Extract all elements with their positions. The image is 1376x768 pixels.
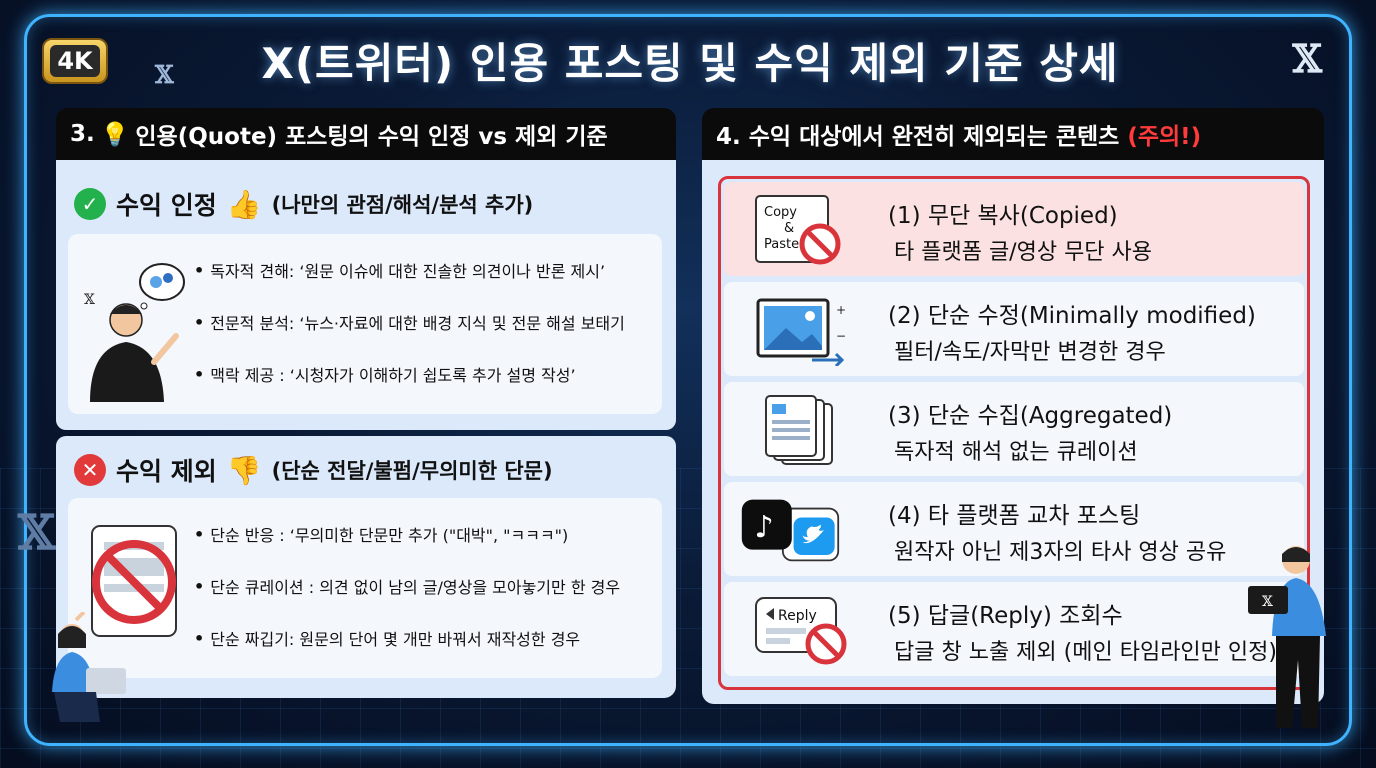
include-heading: ✓ 수익 인정 👍 (나만의 관점/해석/분석 추가) <box>74 186 533 222</box>
list-item: 단순 반응 : ‘무의미한 단문만 추가 ("대박", "ㅋㅋㅋ") <box>194 508 620 560</box>
exclude-title: 수익 제외 <box>116 457 217 486</box>
excluded-list: Copy & Paste (1) 무단 복사(Copied) 타 플랫폼 글/영… <box>702 160 1324 704</box>
excluded-content-panel: 4. 수익 대상에서 완전히 제외되는 콘텐츠 (주의!) Copy & Pas… <box>702 108 1324 704</box>
person-laptop-icon <box>52 612 126 722</box>
x-logo-icon: 𝕏 <box>155 60 174 89</box>
tiktok-twitter-icon: ♪ <box>741 499 840 562</box>
exclude-bullets: 단순 반응 : ‘무의미한 단문만 추가 ("대박", "ㅋㅋㅋ") 단순 큐레… <box>194 508 620 664</box>
list-item: Copy & Paste (1) 무단 복사(Copied) 타 플랫폼 글/영… <box>724 182 1304 276</box>
item-desc: 필터/속도/자막만 변경한 경우 <box>894 340 1166 365</box>
list-item: 맥락 제공 : ‘시청자가 이해하기 쉽도록 추가 설명 작성’ <box>194 348 625 400</box>
item-desc: 원작자 아닌 제3자의 타사 영상 공유 <box>894 540 1227 565</box>
section-number: 3. <box>70 121 95 147</box>
item-desc: 독자적 해석 없는 큐레이션 <box>894 440 1138 465</box>
item-title: (3) 단순 수집(Aggregated) <box>888 403 1173 429</box>
svg-text:𝕏: 𝕏 <box>84 292 95 308</box>
list-item: Reply (5) 답글(Reply) 조회수 답글 창 노출 제외 (메인 타… <box>724 582 1304 676</box>
page-title: X(트위터) 인용 포스팅 및 수익 제외 기준 상세 <box>261 39 1119 88</box>
panel-header-text: 인용(Quote) 포스팅의 수익 인정 vs 제외 기준 <box>135 124 608 150</box>
thinking-person-icon: 𝕏 <box>84 263 185 402</box>
panel-header: 3. 💡 인용(Quote) 포스팅의 수익 인정 vs 제외 기준 <box>56 108 676 160</box>
thumbs-down-icon: 👎 <box>226 453 262 487</box>
x-logo-icon: 𝕏 <box>1292 36 1322 81</box>
svg-text:&: & <box>784 221 794 236</box>
neon-frame <box>24 14 1352 746</box>
item-desc: 타 플랫폼 글/영상 무단 사용 <box>894 240 1153 265</box>
exclude-sub: (단순 전달/불펌/무의미한 단문) <box>271 459 553 483</box>
list-item: (3) 단순 수집(Aggregated) 독자적 해석 없는 큐레이션 <box>724 382 1304 476</box>
svg-text:Paste: Paste <box>764 237 799 252</box>
exclude-card: 단순 반응 : ‘무의미한 단문만 추가 ("대박", "ㅋㅋㅋ") 단순 큐레… <box>68 498 662 678</box>
svg-text:𝕏: 𝕏 <box>1262 594 1273 610</box>
item-title: (5) 답글(Reply) 조회수 <box>888 603 1123 629</box>
panel-header: 4. 수익 대상에서 완전히 제외되는 콘텐츠 (주의!) <box>702 108 1324 160</box>
warning-label: (주의!) <box>1127 124 1202 150</box>
include-box: ✓ 수익 인정 👍 (나만의 관점/해석/분석 추가) 𝕏 독자적 견해: ‘원… <box>56 160 676 430</box>
stacked-docs-icon <box>765 395 833 465</box>
person-presenting-icon: 𝕏 <box>1248 546 1326 728</box>
4k-badge: 4K <box>42 38 108 84</box>
include-bullets: 독자적 견해: ‘원문 이슈에 대한 진솔한 의견이나 반론 제시’ 전문적 분… <box>194 244 625 400</box>
svg-text:+: + <box>836 303 846 317</box>
copy-paste-prohibited-icon: Copy & Paste <box>755 195 841 265</box>
warning-outline <box>718 176 1310 690</box>
x-mark-icon: ✕ <box>74 454 106 486</box>
thumbs-up-icon: 👍 <box>226 187 262 221</box>
include-sub: (나만의 관점/해석/분석 추가) <box>271 193 534 217</box>
include-card: 𝕏 독자적 견해: ‘원문 이슈에 대한 진솔한 의견이나 반론 제시’ 전문적… <box>68 234 662 414</box>
svg-text:Reply: Reply <box>778 608 817 624</box>
exclude-box: ✕ 수익 제외 👎 (단순 전달/불펌/무의미한 단문) 단순 반응 : ‘무의… <box>56 436 676 698</box>
list-item: 단순 짜깁기: 원문의 단어 몇 개만 바꿔서 재작성한 경우 <box>194 612 620 664</box>
list-item: 단순 큐레이션 : 의견 없이 남의 글/영상을 모아놓기만 한 경우 <box>194 560 620 612</box>
quote-criteria-panel: 3. 💡 인용(Quote) 포스팅의 수익 인정 vs 제외 기준 ✓ 수익 … <box>56 108 676 698</box>
x-logo-icon: 𝕏 <box>18 505 56 561</box>
list-item: 독자적 견해: ‘원문 이슈에 대한 진솔한 의견이나 반론 제시’ <box>194 244 625 296</box>
item-title: (4) 타 플랫폼 교차 포스팅 <box>888 503 1141 529</box>
list-item: 전문적 분석: ‘뉴스·자료에 대한 배경 지식 및 전문 해설 보태기 <box>194 296 625 348</box>
image-edit-icon: + − <box>756 298 846 366</box>
reply-prohibited-icon: Reply <box>755 597 847 665</box>
item-title: (2) 단순 수정(Minimally modified) <box>888 303 1256 329</box>
prohibited-post-icon <box>91 525 177 637</box>
item-title: (1) 무단 복사(Copied) <box>888 203 1118 229</box>
panel-header-text: 4. 수익 대상에서 완전히 제외되는 콘텐츠 <box>716 124 1120 150</box>
4k-badge-label: 4K <box>50 45 100 77</box>
list-item: ♪ (4) 타 플랫폼 교차 포스팅 원작자 아닌 제3자의 타사 영상 공유 <box>724 482 1304 576</box>
include-title: 수익 인정 <box>116 191 217 220</box>
lightbulb-icon: 💡 <box>100 121 130 148</box>
item-desc: 답글 창 노출 제외 (메인 타임라인만 인정) <box>894 640 1277 665</box>
svg-text:♪: ♪ <box>754 510 773 545</box>
check-icon: ✓ <box>74 188 106 220</box>
svg-text:Copy: Copy <box>764 205 797 220</box>
list-item: + − (2) 단순 수정(Minimally modified) 필터/속도/… <box>724 282 1304 376</box>
exclude-heading: ✕ 수익 제외 👎 (단순 전달/불펌/무의미한 단문) <box>74 452 553 488</box>
svg-text:−: − <box>836 329 846 343</box>
